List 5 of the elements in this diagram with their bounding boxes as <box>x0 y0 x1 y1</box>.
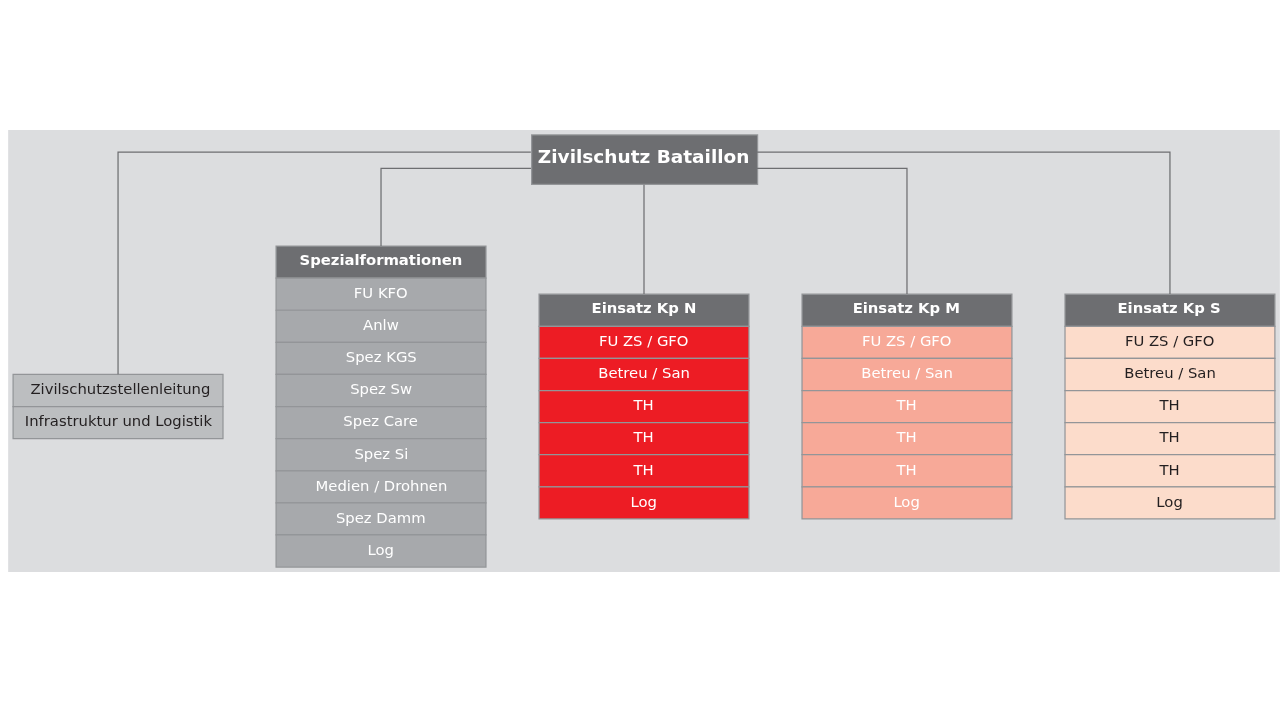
connector <box>756 151 1171 295</box>
connector <box>380 167 532 247</box>
connector <box>756 167 908 295</box>
connector <box>117 151 532 375</box>
connector <box>643 184 645 295</box>
